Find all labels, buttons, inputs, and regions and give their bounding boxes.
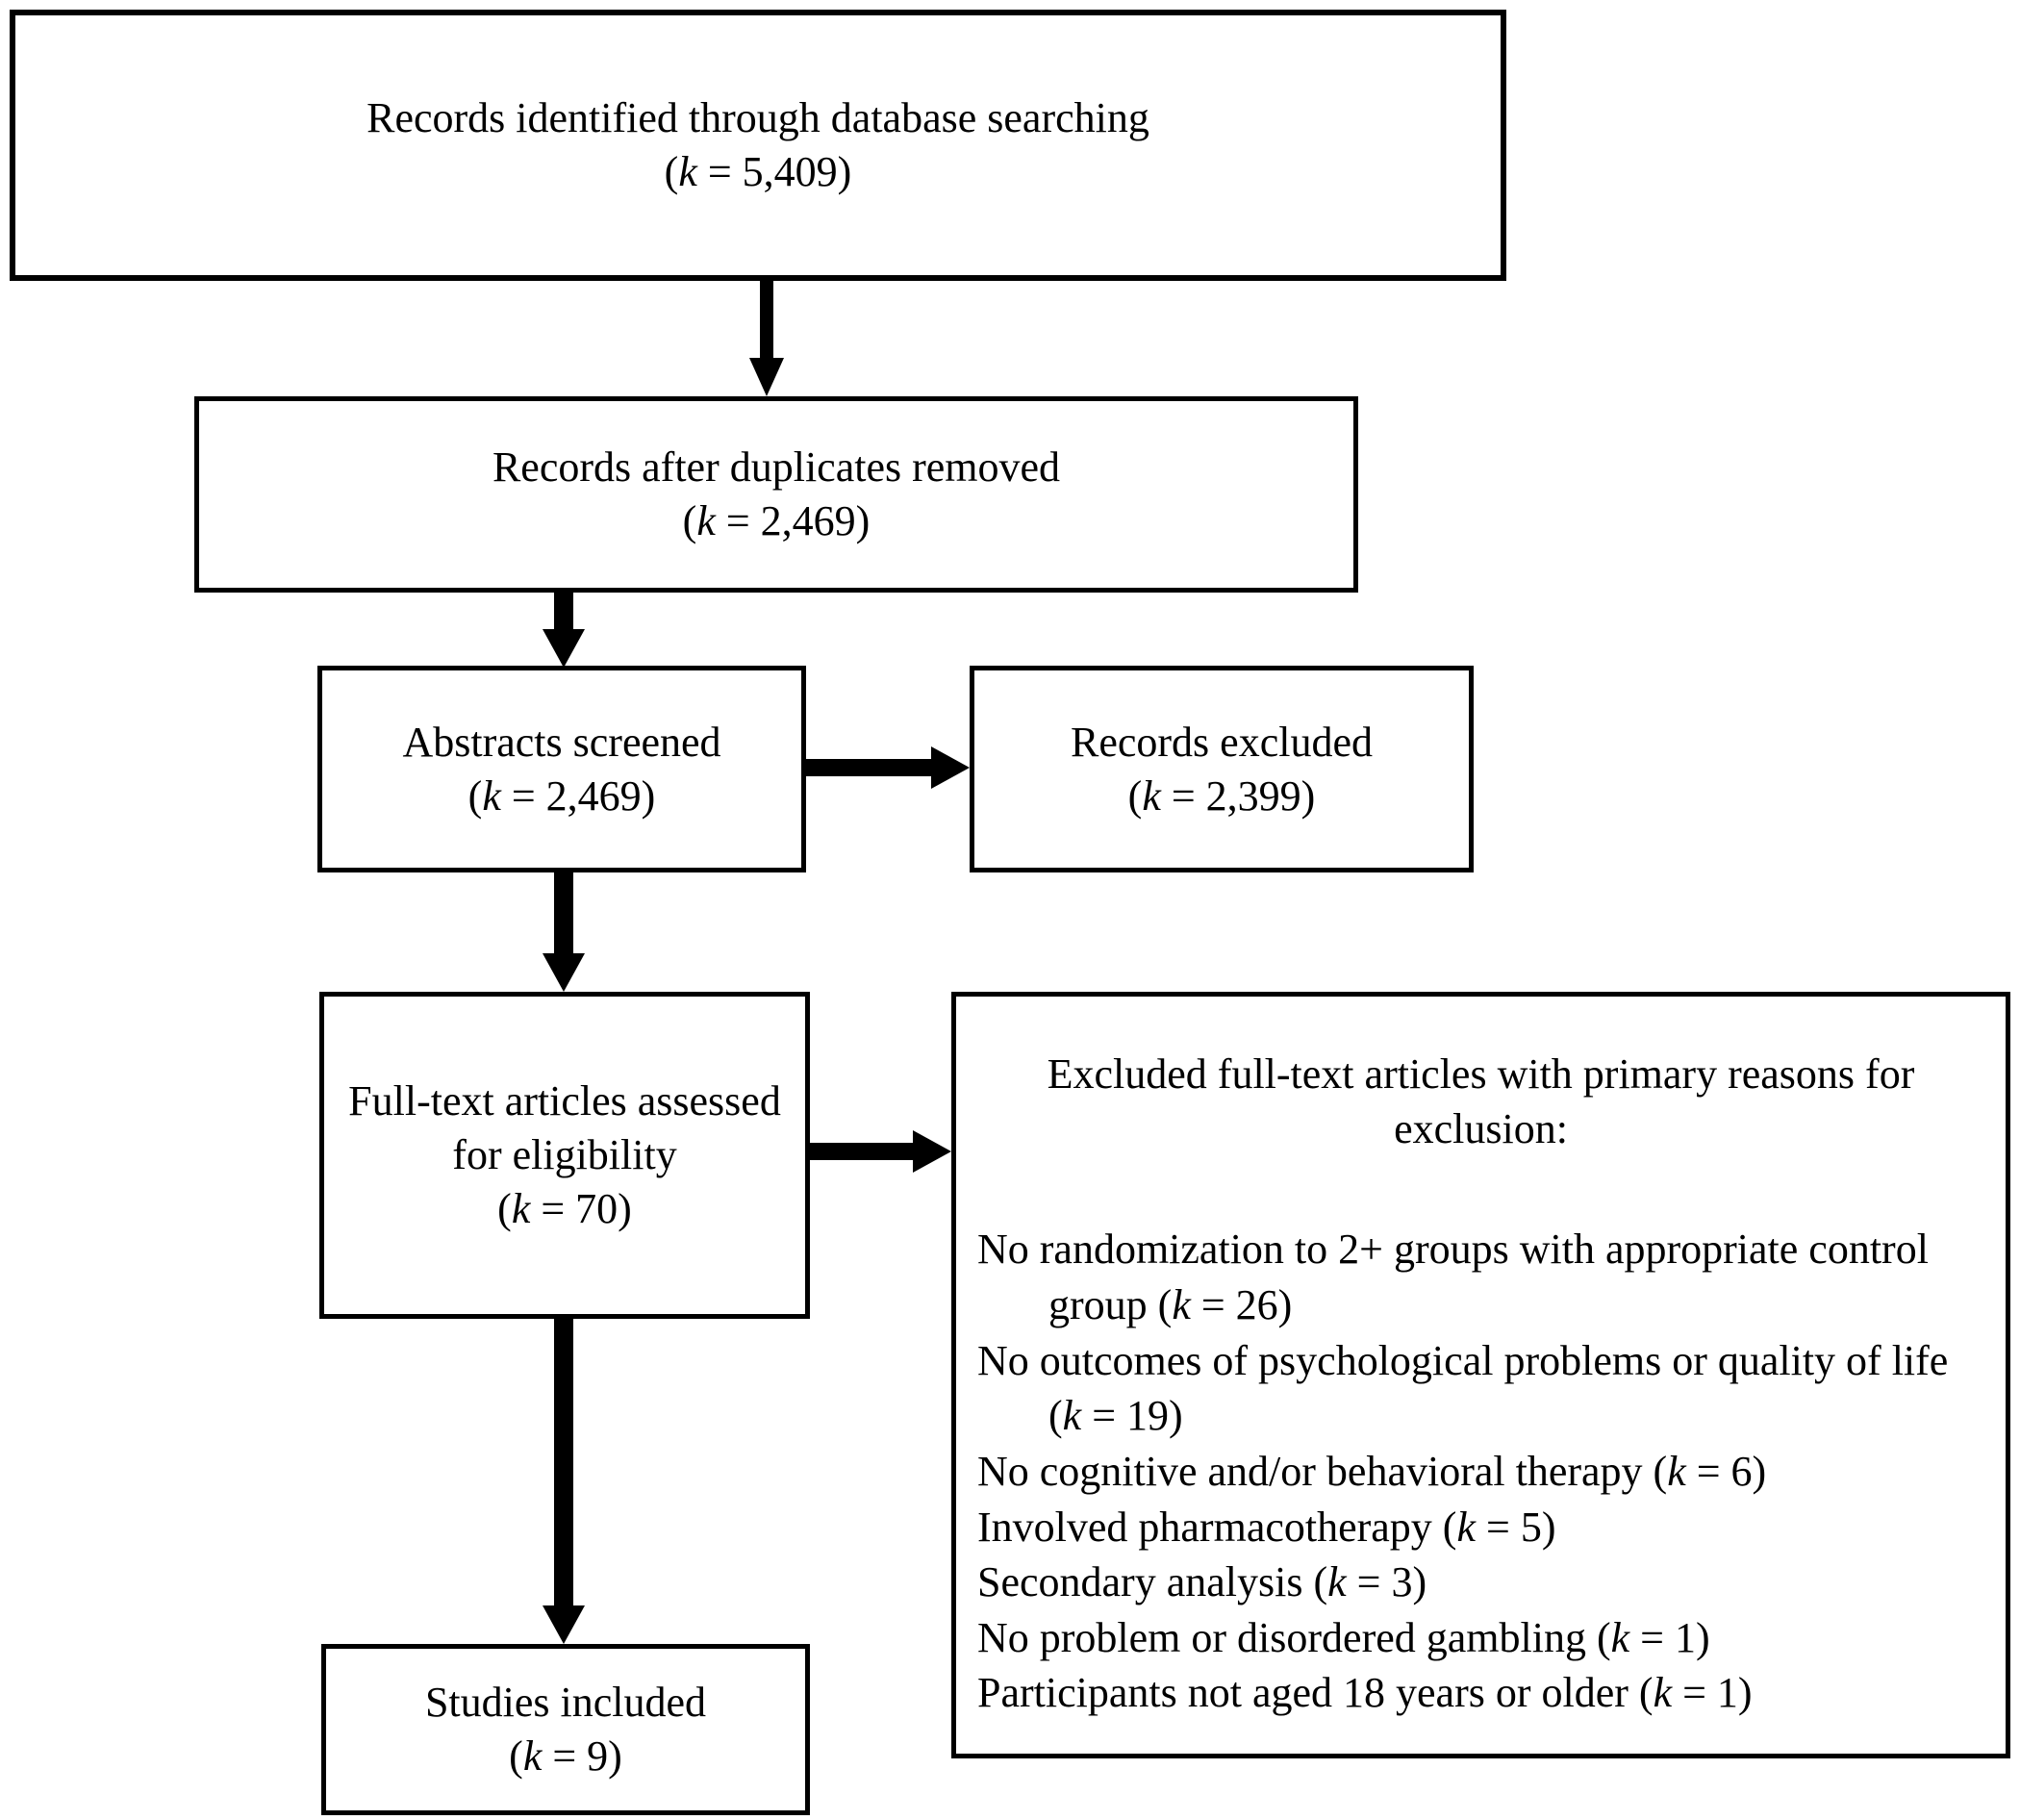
exclusion-reason: No outcomes of psychological problems or… bbox=[977, 1336, 1949, 1440]
arrow-down-3-head bbox=[543, 953, 585, 992]
exclusion-reason: No randomization to 2+ groups with appro… bbox=[977, 1226, 1929, 1328]
box-duplicates-removed-label: Records after duplicates removed bbox=[492, 443, 1061, 492]
box-records-identified-label: Records identified through database sear… bbox=[366, 94, 1149, 142]
arrow-down-1-head bbox=[749, 358, 784, 396]
exclusion-reason: Participants not aged 18 years or older … bbox=[977, 1669, 1753, 1717]
arrow-down-4-stem bbox=[554, 1319, 573, 1607]
box-studies-included-count: (k = 9) bbox=[509, 1732, 622, 1780]
box-abstracts-screened-count: (k = 2,469) bbox=[467, 771, 656, 820]
arrow-right-1-head bbox=[931, 746, 970, 789]
arrow-down-3-stem bbox=[554, 872, 573, 955]
arrow-down-2-stem bbox=[554, 593, 573, 633]
arrow-down-4-head bbox=[543, 1605, 585, 1644]
fulltext-excluded-reason-list: No randomization to 2+ groups with appro… bbox=[977, 1222, 1984, 1721]
box-duplicates-removed-count: (k = 2,469) bbox=[682, 497, 871, 544]
box-records-excluded: Records excluded (k = 2,399) bbox=[970, 666, 1474, 872]
exclusion-reason: Secondary analysis (k = 3) bbox=[977, 1558, 1427, 1606]
box-abstracts-screened-label: Abstracts screened bbox=[402, 718, 721, 766]
exclusion-reason: No problem or disordered gambling (k = 1… bbox=[977, 1613, 1710, 1661]
box-abstracts-screened: Abstracts screened (k = 2,469) bbox=[317, 666, 806, 872]
box-records-excluded-count: (k = 2,399) bbox=[1127, 771, 1316, 820]
box-studies-included: Studies included (k = 9) bbox=[321, 1644, 810, 1815]
box-studies-included-label: Studies included bbox=[424, 1679, 707, 1727]
box-fulltext-assessed-label: Full-text articles assessed for eligibil… bbox=[348, 1077, 781, 1179]
fulltext-excluded-title: Excluded full-text articles with primary… bbox=[1047, 1050, 1915, 1153]
box-records-excluded-label: Records excluded bbox=[1071, 718, 1373, 766]
box-fulltext-assessed-count: (k = 70) bbox=[497, 1184, 632, 1232]
box-fulltext-excluded-reasons: Excluded full-text articles with primary… bbox=[951, 992, 2010, 1758]
box-records-identified-count: (k = 5,409) bbox=[664, 148, 852, 195]
arrow-down-2-head bbox=[543, 629, 585, 668]
box-records-identified: Records identified through database sear… bbox=[10, 10, 1506, 281]
exclusion-reason: Involved pharmacotherapy (k = 5) bbox=[977, 1503, 1556, 1551]
arrow-down-1-stem bbox=[760, 279, 773, 362]
exclusion-reason: No cognitive and/or behavioral therapy (… bbox=[977, 1447, 1767, 1495]
arrow-right-2-head bbox=[913, 1130, 951, 1173]
arrow-right-2-stem bbox=[810, 1143, 915, 1160]
arrow-right-1-stem bbox=[806, 759, 933, 776]
box-fulltext-assessed: Full-text articles assessed for eligibil… bbox=[319, 992, 810, 1319]
box-duplicates-removed: Records after duplicates removed (k = 2,… bbox=[194, 396, 1358, 593]
